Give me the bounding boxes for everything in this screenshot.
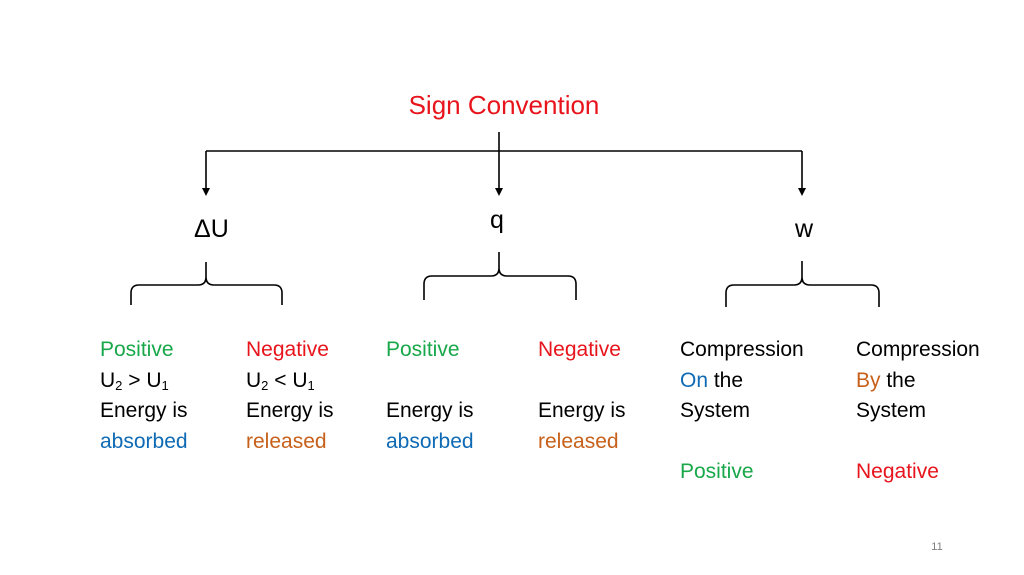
sign-positive: Positive bbox=[680, 460, 754, 483]
w-compression-on-column: Compression On the System Positive bbox=[680, 335, 804, 488]
energy-effect-released: released bbox=[538, 429, 619, 453]
energy-effect-absorbed: absorbed bbox=[100, 429, 188, 453]
brace-w bbox=[725, 261, 880, 307]
energy-effect-absorbed: absorbed bbox=[386, 429, 474, 453]
sign-positive: Positive bbox=[386, 338, 460, 361]
energy-effect-released: released bbox=[246, 429, 327, 453]
du-negative-column: Negative U2 < U1 Energy is released bbox=[246, 335, 334, 457]
energy-is-label: Energy is bbox=[246, 399, 334, 422]
energy-relation: U2 < U1 bbox=[246, 368, 315, 393]
variable-w: w bbox=[795, 215, 814, 243]
energy-is-label: Energy is bbox=[100, 399, 188, 422]
compression-label: Compression bbox=[680, 338, 804, 361]
compression-label: Compression bbox=[856, 338, 980, 361]
energy-is-label: Energy is bbox=[386, 399, 474, 422]
compression-direction: By the bbox=[856, 368, 916, 392]
q-positive-column: Positive Energy is absorbed bbox=[386, 335, 474, 457]
energy-is-label: Energy is bbox=[538, 399, 626, 422]
sign-positive: Positive bbox=[100, 338, 174, 361]
energy-relation: U2 > U1 bbox=[100, 368, 169, 393]
sign-negative: Negative bbox=[538, 338, 621, 361]
q-negative-column: Negative Energy is released bbox=[538, 335, 626, 457]
variable-q: q bbox=[490, 206, 504, 234]
sign-negative: Negative bbox=[856, 460, 939, 483]
keyword-by: By bbox=[856, 368, 881, 392]
brace-q bbox=[423, 252, 577, 300]
w-compression-by-column: Compression By the System Negative bbox=[856, 335, 980, 488]
sign-negative: Negative bbox=[246, 338, 329, 361]
system-label: System bbox=[680, 399, 751, 422]
diagram-title: Sign Convention bbox=[408, 90, 600, 120]
variable-delta-u: ΔU bbox=[194, 215, 229, 243]
page-number: 11 bbox=[931, 541, 943, 553]
compression-direction: On the bbox=[680, 368, 744, 392]
brace-du bbox=[130, 262, 283, 305]
du-positive-column: Positive U2 > U1 Energy is absorbed bbox=[100, 335, 188, 457]
system-label: System bbox=[856, 399, 927, 422]
keyword-on: On bbox=[680, 368, 709, 392]
